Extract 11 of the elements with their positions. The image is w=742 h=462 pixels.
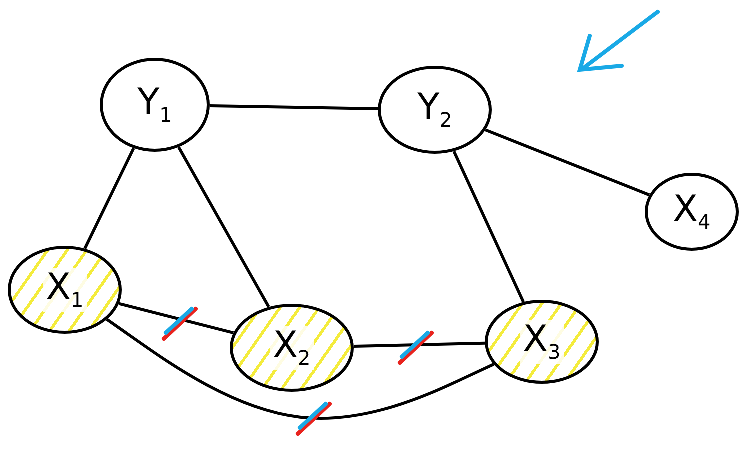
connector-line (84, 148, 136, 250)
connector-line (452, 150, 526, 303)
connector-line (118, 302, 234, 335)
connector-line (106, 318, 494, 420)
connector-line (178, 146, 270, 308)
connector-line (354, 342, 486, 348)
node-label: X$_{1}$ (43, 268, 87, 312)
connector-line (210, 104, 378, 110)
node-label: X$_{3}$ (520, 320, 564, 364)
node-label: X$_{2}$ (270, 326, 314, 370)
connector-line (485, 128, 650, 197)
